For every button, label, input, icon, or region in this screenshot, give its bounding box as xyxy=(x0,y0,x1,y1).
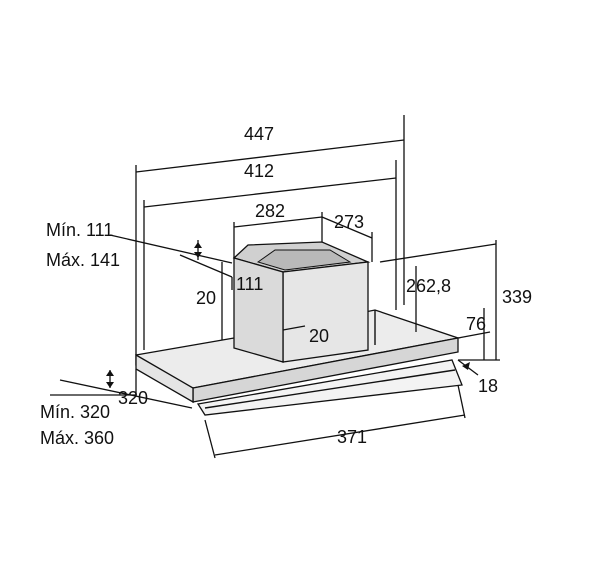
chimney-left xyxy=(233,257,284,363)
label-min-111: Mín. 111 xyxy=(46,220,113,240)
label-339: 339 xyxy=(502,287,532,307)
hood-visor xyxy=(196,359,463,416)
chimney-top-recess xyxy=(256,249,352,271)
label-20-left: 20 xyxy=(196,288,216,308)
dimension-labels: 447 412 282 273 Mín. 111 Máx. 141 111 20… xyxy=(40,124,532,448)
label-282: 282 xyxy=(255,201,285,221)
label-76: 76 xyxy=(466,314,486,334)
label-273: 273 xyxy=(334,212,364,232)
label-371: 371 xyxy=(337,427,367,447)
label-262-8: 262,8 xyxy=(406,276,451,296)
label-320: 320 xyxy=(118,388,148,408)
label-20-front: 20 xyxy=(309,326,329,346)
label-18: 18 xyxy=(478,376,498,396)
label-111-side: 111 xyxy=(236,274,263,294)
label-max-360: Máx. 360 xyxy=(40,428,114,448)
label-min-320: Mín. 320 xyxy=(40,402,110,422)
dimension-lines xyxy=(50,115,500,459)
chimney xyxy=(232,241,371,363)
label-447: 447 xyxy=(244,124,274,144)
label-max-141: Máx. 141 xyxy=(46,250,120,270)
chimney-front xyxy=(282,261,369,363)
hood-body-side xyxy=(135,353,194,404)
label-412: 412 xyxy=(244,161,274,181)
